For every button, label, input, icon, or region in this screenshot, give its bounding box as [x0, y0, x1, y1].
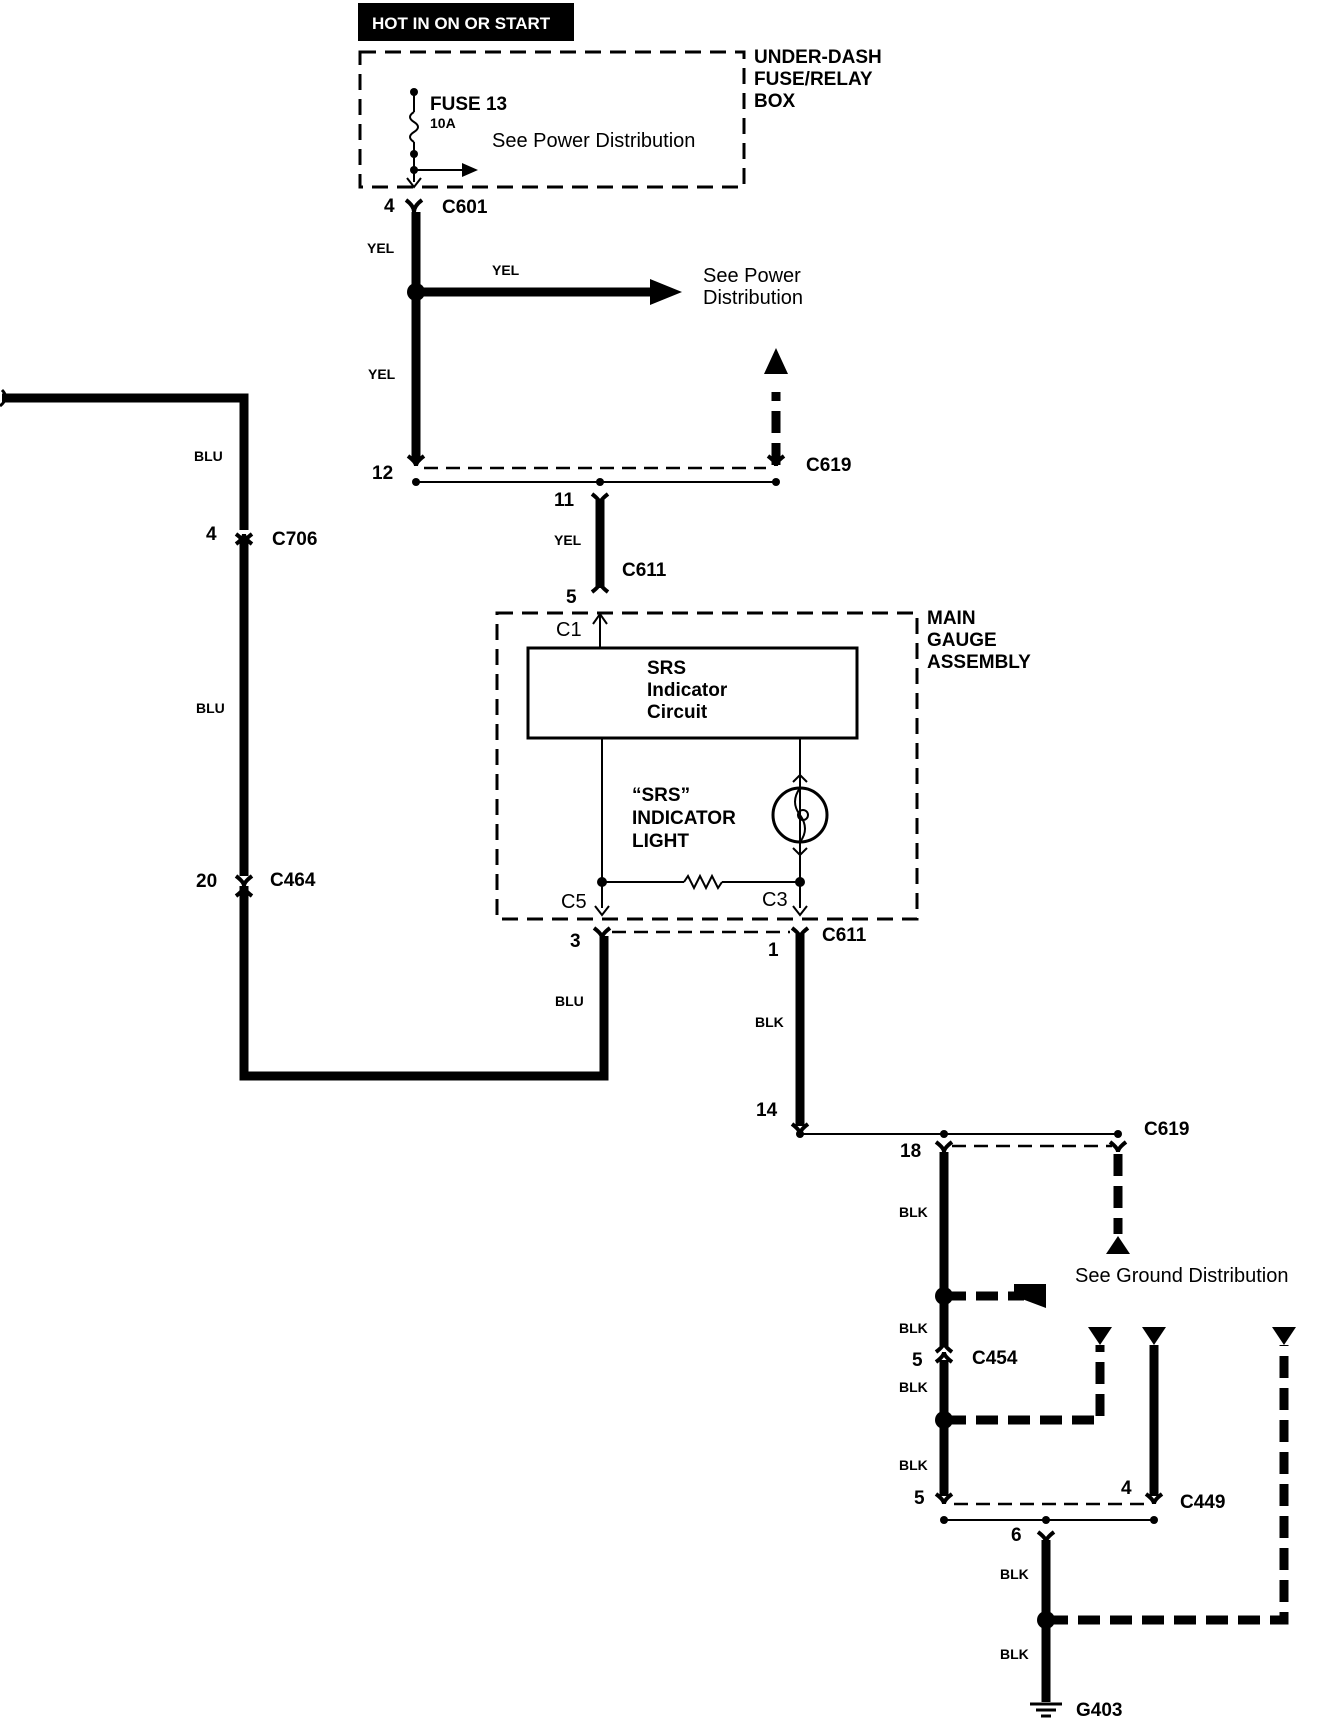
- c611-top-label: C611: [622, 560, 667, 581]
- power-distribution-arrow-small: [462, 163, 478, 177]
- connector-c611-bottom: 3 1 C611: [570, 925, 867, 961]
- hot-label-badge: HOT IN ON OR START: [358, 3, 574, 41]
- fuse-box-title-1: UNDER-DASH: [754, 47, 882, 68]
- ground-g403: G403: [1030, 1700, 1122, 1720]
- gauge-title-1: MAIN: [927, 608, 976, 629]
- srs-indicator-circuit-box: [526, 646, 859, 740]
- wire-yel-4: YEL: [554, 532, 582, 548]
- c454-pin: 5: [912, 1350, 923, 1371]
- ground-marker-2-icon: [1142, 1327, 1166, 1345]
- c611-bottom-pin-3: 3: [570, 931, 581, 952]
- c449-pin-4: 4: [1121, 1478, 1132, 1499]
- light-line-2: INDICATOR: [632, 808, 736, 829]
- c619-up-arrow: [764, 348, 788, 374]
- connector-c619-bottom: 14 18 C619: [756, 1100, 1189, 1162]
- wire-yel-1: YEL: [367, 240, 395, 256]
- c464-pin: 20: [196, 871, 217, 892]
- ground-note: See Ground Distribution: [1075, 1265, 1288, 1287]
- c611-bottom-label: C611: [822, 925, 867, 946]
- light-line-3: LIGHT: [632, 831, 689, 852]
- c619-bottom-label: C619: [1144, 1119, 1189, 1140]
- wire-blu-2: BLU: [196, 700, 225, 716]
- connector-c464: 20 C464: [196, 870, 316, 898]
- fuse-13-icon: [409, 111, 419, 143]
- pin-c3: C3: [762, 889, 788, 911]
- circuit-line-1: SRS: [647, 658, 686, 679]
- hot-label-text: HOT IN ON OR START: [372, 14, 551, 33]
- c619-bottom-pin-14: 14: [756, 1100, 778, 1121]
- c449-pin-5: 5: [914, 1488, 925, 1509]
- c454-label: C454: [972, 1348, 1018, 1369]
- circuit-line-3: Circuit: [647, 702, 708, 723]
- connector-c619-top: 12 C619: [372, 348, 851, 486]
- power-distribution-arrow: [650, 279, 682, 305]
- wire-blu-1: BLU: [194, 448, 223, 464]
- wire-blk-2: BLK: [899, 1204, 928, 1220]
- resistor-icon: [683, 873, 723, 891]
- ground-marker-3-icon: [1272, 1327, 1296, 1345]
- c611-bottom-pin-1: 1: [768, 940, 779, 961]
- g403-label: G403: [1076, 1700, 1122, 1720]
- light-line-1: “SRS”: [632, 785, 690, 806]
- c706-label: C706: [272, 529, 317, 550]
- ground-marker-1-icon: [1088, 1327, 1112, 1345]
- wire-blk-6: BLK: [1000, 1566, 1029, 1582]
- c601-pin: 4: [384, 196, 395, 217]
- fuse-relay-box: UNDER-DASH FUSE/RELAY BOX FUSE 13 10A Se…: [358, 47, 882, 189]
- fuse-box-title-3: BOX: [754, 91, 796, 112]
- c619-bottom-pin-18: 18: [900, 1141, 921, 1162]
- wire-blk-7: BLK: [1000, 1646, 1029, 1662]
- c464-label: C464: [270, 870, 316, 891]
- srs-indicator-bulb-icon: [771, 773, 829, 857]
- power-note-line-2: Distribution: [703, 287, 803, 309]
- c449-label: C449: [1180, 1492, 1225, 1513]
- wire-yel-3: YEL: [492, 262, 520, 278]
- gauge-title-2: GAUGE: [927, 630, 997, 651]
- ground-symbol-icon: [1030, 1702, 1062, 1718]
- fuse-box-note: See Power Distribution: [492, 130, 695, 152]
- fuse-13-label: FUSE 13: [430, 94, 507, 115]
- fuse-box-title-2: FUSE/RELAY: [754, 69, 873, 90]
- c601-label: C601: [442, 197, 488, 218]
- connector-c449: 5 4 C449 6: [914, 1478, 1225, 1546]
- wire-blk-5: BLK: [899, 1457, 928, 1473]
- main-gauge-assembly: MAIN GAUGE ASSEMBLY C1 SRS Indicator Cir…: [495, 608, 1031, 921]
- c619-top-label: C619: [806, 455, 851, 476]
- fuse-13-rating: 10A: [430, 115, 456, 131]
- ground-distribution-left-arrow: [1014, 1284, 1046, 1308]
- wire-blk-4: BLK: [899, 1379, 928, 1395]
- connector-c601: 4 C601: [384, 196, 488, 218]
- pin-c1: C1: [556, 619, 582, 641]
- c619-top-pin-12: 12: [372, 463, 393, 484]
- circuit-line-2: Indicator: [647, 680, 728, 701]
- connector-c706: 4 C706: [206, 524, 317, 550]
- c706-pin: 4: [206, 524, 217, 545]
- c611-top-pin-11: 11: [554, 490, 575, 511]
- c449-pin-6: 6: [1011, 1525, 1022, 1546]
- wire-blk-1: BLK: [755, 1014, 784, 1030]
- gauge-title-3: ASSEMBLY: [927, 652, 1031, 673]
- wire-yel-2: YEL: [368, 366, 396, 382]
- c611-top-pin-5: 5: [566, 587, 577, 608]
- pin-c5: C5: [561, 891, 587, 913]
- wire-blk-3: BLK: [899, 1320, 928, 1336]
- connector-c611-top: 11 YEL C611 5: [554, 490, 667, 608]
- ground-distribution-up-arrow: [1106, 1236, 1130, 1254]
- connector-c454: BLK 5 C454 BLK: [899, 1320, 1018, 1395]
- power-note-line-1: See Power: [703, 265, 801, 287]
- wire-blu-3: BLU: [555, 993, 584, 1009]
